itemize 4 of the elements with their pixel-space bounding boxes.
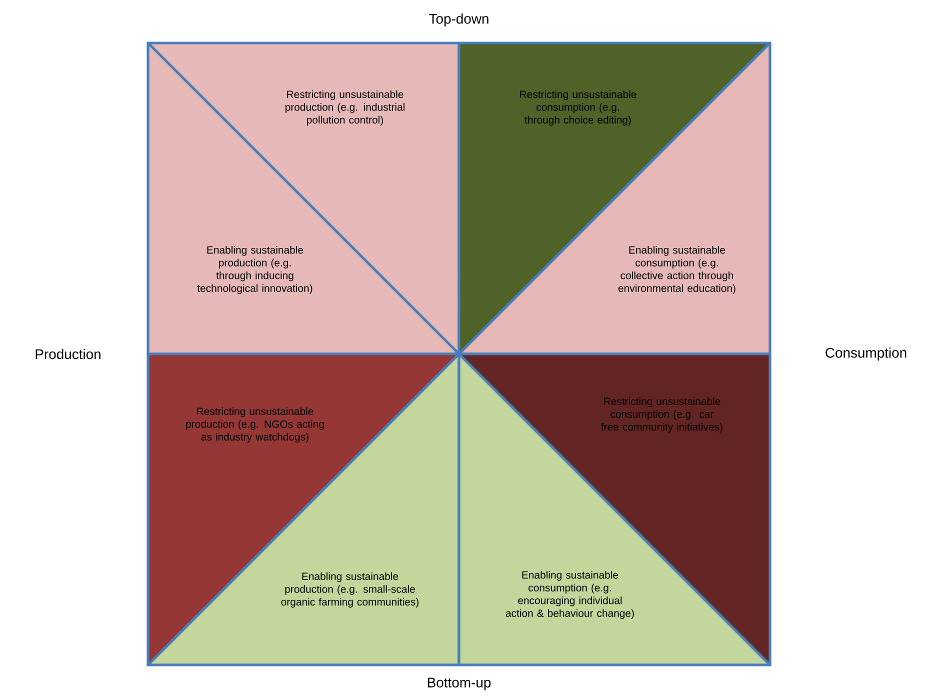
axis-label: Top-down xyxy=(429,13,488,26)
axis-label: Bottom-up xyxy=(428,678,491,690)
axis-label: Consumption xyxy=(826,347,906,360)
axis-label: Production xyxy=(36,348,100,360)
